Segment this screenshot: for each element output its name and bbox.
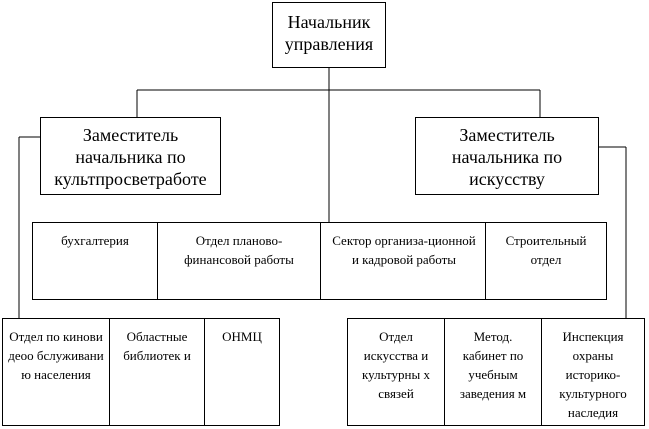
accounting-cell: бухгалтерия [61,233,129,248]
cinema-video-cell: Отдел по киновидеоо бслуживани ю населен… [8,329,104,382]
libraries-cell: Областные библиотек и [109,319,204,425]
personnel-sector-cell: Сектор организа-ционной и кадровой работ… [320,223,485,299]
bottom-right-group: Отдел искусства и культурны х связей Мет… [347,318,645,426]
head-label: Начальник управления [284,12,374,54]
deputy-left-box: Заместитель начальника по культпросветра… [40,117,221,195]
bottom-left-group: Отдел по киновидеоо бслуживани ю населен… [2,318,280,426]
heritage-inspection-cell: Инспекция охраны историко-культурного на… [541,319,644,425]
method-cabinet-cell: Метод. кабинет по учебным заведения м [444,319,541,425]
planning-finance-cell: Отдел планово-финансовой работы [157,223,320,299]
deputy-right-box: Заместитель начальника по искусству [415,117,599,195]
deputy-right-label: Заместитель начальника по искусству [451,125,563,189]
onmc-cell: ОНМЦ [204,319,279,425]
arts-relations-cell: Отдел искусства и культурны х связей [362,329,430,401]
head-box: Начальник управления [272,2,386,68]
deputy-left-label: Заместитель начальника по культпросветра… [54,125,207,189]
construction-cell: Строительный отдел [485,223,606,299]
middle-row: бухгалтерия Отдел планово-финансовой раб… [32,222,607,300]
